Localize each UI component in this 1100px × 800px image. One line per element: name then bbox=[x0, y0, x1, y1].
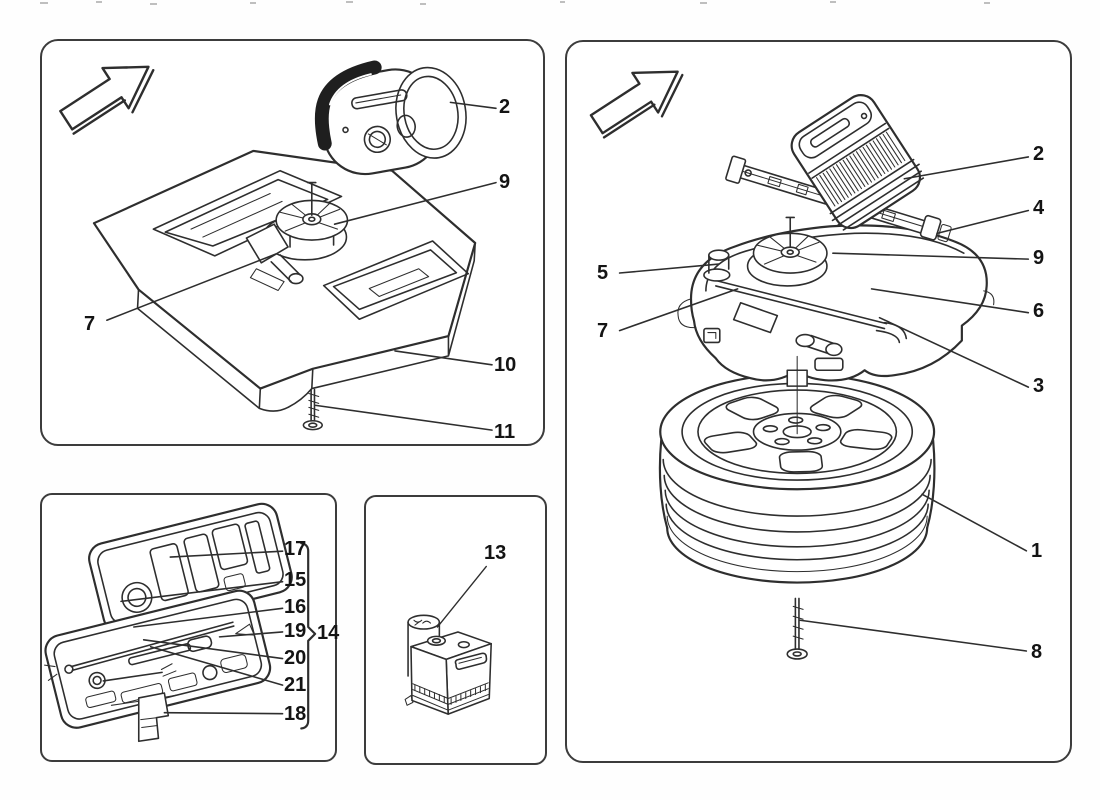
callout-2: 2 bbox=[499, 96, 511, 118]
direction-arrow-icon bbox=[589, 70, 684, 139]
cylinder-stub-drawing bbox=[703, 249, 731, 282]
compressor-drawing bbox=[790, 94, 925, 231]
callout-13: 13 bbox=[484, 542, 507, 564]
callout-16: 16 bbox=[284, 596, 307, 618]
tool-kit-drawing bbox=[44, 502, 317, 743]
tool-tub-drawing bbox=[677, 224, 995, 382]
callout-11: 11 bbox=[494, 421, 516, 443]
callout-14: 14 bbox=[317, 622, 340, 644]
callout-6: 6 bbox=[1033, 300, 1045, 322]
callout-5: 5 bbox=[597, 262, 609, 284]
callout-2b: 2 bbox=[1033, 143, 1045, 165]
callout-21: 21 bbox=[284, 674, 307, 696]
strap-drawing bbox=[137, 692, 170, 743]
callout-9: 9 bbox=[499, 171, 511, 193]
jack-stowage-drawing bbox=[59, 60, 497, 431]
sealant-bottle-drawing bbox=[404, 565, 492, 715]
panel-jack-stowage bbox=[40, 39, 545, 446]
callout-9b: 9 bbox=[1033, 247, 1045, 269]
callout-1: 1 bbox=[1031, 540, 1043, 562]
jack-handwheel-drawing bbox=[746, 216, 828, 287]
bottle-drawing bbox=[404, 614, 492, 715]
callout-10: 10 bbox=[494, 354, 517, 376]
leader-lines bbox=[120, 550, 284, 715]
direction-arrow-icon bbox=[59, 65, 155, 135]
fixing-bolt-drawing bbox=[302, 388, 323, 431]
foam-tray-drawing bbox=[92, 149, 477, 412]
fixing-bolt-drawing bbox=[786, 597, 808, 660]
tub-tools-drawing bbox=[703, 280, 908, 372]
funnel-tool-drawing bbox=[245, 223, 304, 292]
callout-3: 3 bbox=[1033, 375, 1045, 397]
callout-7b: 7 bbox=[597, 320, 609, 342]
leader-lines bbox=[106, 101, 497, 431]
spare-wheel-assembly-drawing bbox=[589, 70, 1030, 660]
panel-spare-wheel bbox=[565, 40, 1072, 763]
leader-lines bbox=[436, 565, 487, 628]
panel-sealant-bottle bbox=[364, 495, 547, 765]
wheel-axis-line bbox=[786, 355, 808, 435]
panel-tool-kit bbox=[40, 493, 337, 762]
compressor-drawing bbox=[314, 60, 467, 176]
callout-4: 4 bbox=[1033, 197, 1045, 219]
callout-7: 7 bbox=[84, 313, 96, 335]
callout-8: 8 bbox=[1031, 641, 1043, 663]
callout-18: 18 bbox=[284, 703, 307, 725]
callout-15: 15 bbox=[284, 569, 307, 591]
callout-17: 17 bbox=[284, 538, 307, 560]
callout-19: 19 bbox=[284, 620, 307, 642]
leader-lines bbox=[618, 156, 1030, 652]
callout-20: 20 bbox=[284, 647, 307, 669]
jack-handwheel-drawing bbox=[262, 181, 349, 261]
group-bracket-14 bbox=[300, 542, 317, 730]
tool-case-bottom-drawing bbox=[44, 589, 272, 729]
